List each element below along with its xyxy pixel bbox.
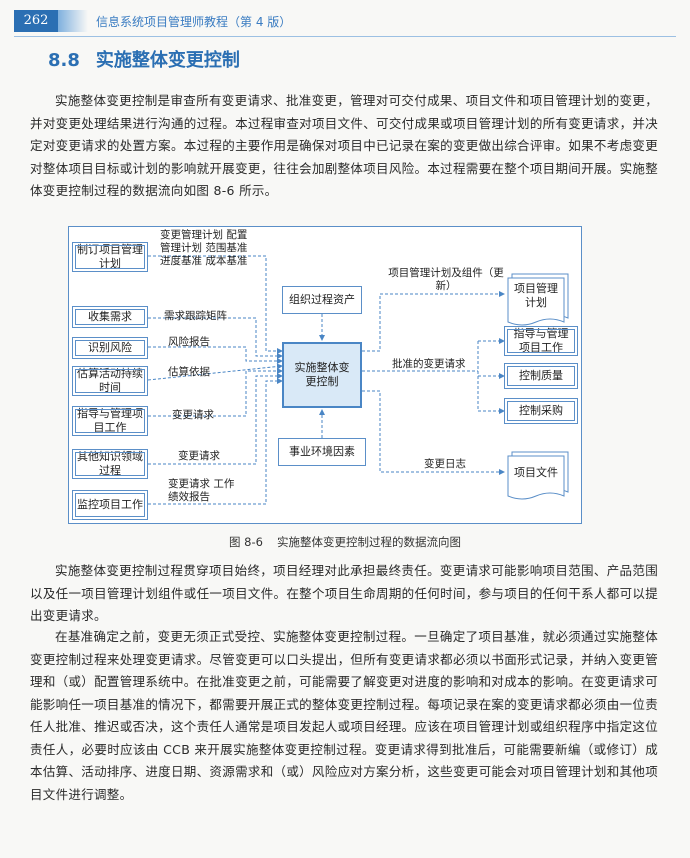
process-perform-icc: 实施整体变更控制: [282, 342, 362, 408]
flow-label-change-requests-2: 变更请求: [178, 450, 220, 462]
figure-caption: 图 8-6 实施整体变更控制过程的数据流向图: [0, 534, 690, 550]
flow-label-change-log: 变更日志: [424, 458, 466, 470]
figure-number: 图 8-6: [229, 535, 263, 549]
section-title: 实施整体变更控制: [95, 50, 240, 71]
dataflow-figure: 制订项目管理计划 收集需求 识别风险 估算活动持续时间 指导与管理项目工作 其他…: [68, 226, 582, 524]
flow-label-pm-plan-components: 变更管理计划 配置管理计划 范围基准 进度基准 成本基准: [160, 229, 248, 267]
flow-label-traceability: 需求跟踪矩阵: [164, 310, 227, 322]
source-develop-pm-plan: 制订项目管理计划: [72, 242, 148, 272]
flow-label-cr-work-performance: 变更请求 工作绩效报告: [168, 478, 235, 503]
target-control-procurements: 控制采购: [504, 398, 578, 424]
flow-label-pm-plan-updates: 项目管理计划及组件（更新）: [388, 267, 504, 292]
source-identify-risks: 识别风险: [72, 337, 148, 359]
source-monitor-control-work: 监控项目工作: [72, 490, 148, 520]
paragraph-intro: 实施整体变更控制是审查所有变更请求、批准变更，管理对可交付成果、项目文件和项目管…: [30, 93, 658, 198]
section-heading: 8.8 实施整体变更控制: [48, 46, 240, 72]
target-control-quality: 控制质量: [504, 363, 578, 389]
section-number: 8.8: [48, 50, 80, 71]
env-organizational-process-assets: 组织过程资产: [282, 286, 362, 314]
source-other-ka-processes: 其他知识领域过程: [72, 449, 148, 479]
flow-label-approved-crs: 批准的变更请求: [392, 358, 466, 370]
target-project-documents: 项目文件: [514, 466, 558, 479]
book-title: 信息系统项目管理师教程（第 4 版）: [96, 15, 292, 29]
header-gradient-bar: [58, 10, 88, 32]
source-collect-requirements: 收集需求: [72, 306, 148, 328]
header-divider: [14, 36, 676, 37]
target-pm-plan-document: 项目管理计划: [514, 282, 558, 309]
source-estimate-durations: 估算活动持续时间: [72, 366, 148, 396]
env-enterprise-environmental-factors: 事业环境因素: [278, 438, 366, 466]
figure-caption-text: 实施整体变更控制过程的数据流向图: [276, 535, 461, 549]
source-direct-manage-work: 指导与管理项目工作: [72, 406, 148, 436]
paragraph-responsibility: 实施整体变更控制过程贯穿项目始终，项目经理对此承担最终责任。变更请求可能影响项目…: [30, 563, 658, 623]
flow-label-basis-of-estimates: 估算依据: [168, 366, 210, 378]
flow-label-change-requests-1: 变更请求: [172, 409, 214, 421]
page-number: 262: [14, 10, 58, 32]
figure-connectors: [68, 226, 582, 524]
target-direct-manage-work: 指导与管理项目工作: [504, 326, 578, 356]
page-header: 262 信息系统项目管理师教程（第 4 版）: [0, 8, 690, 34]
paragraph-baseline: 在基准确定之前，变更无须正式受控、实施整体变更控制过程。一旦确定了项目基准，就必…: [30, 629, 658, 802]
flow-label-risk-report: 风险报告: [168, 336, 210, 348]
